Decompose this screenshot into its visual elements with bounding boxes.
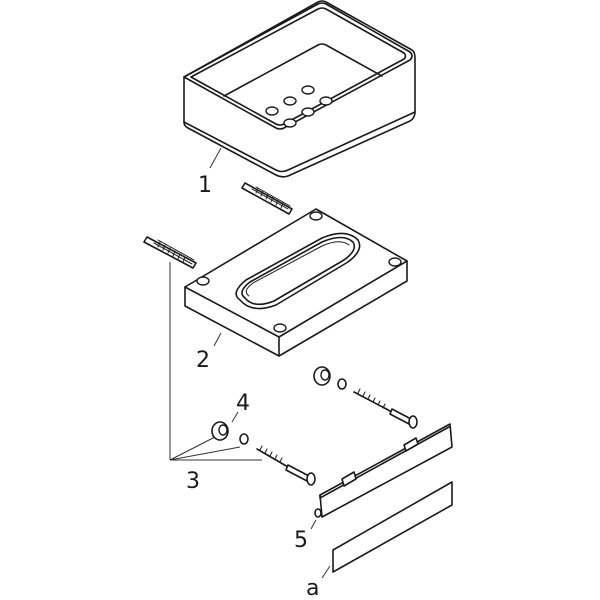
- leader-2: [213, 332, 222, 347]
- leader-a: [321, 565, 331, 579]
- part-2-mounting-plate: [184, 208, 408, 357]
- wood-screw-left: [256, 445, 316, 486]
- label-5: 5: [294, 528, 308, 553]
- leader-3-fan: [169, 436, 262, 461]
- label-2: 2: [196, 348, 210, 373]
- leader-1: [209, 147, 222, 169]
- part-4-wall-plug-left: [211, 421, 249, 445]
- part-1-soap-dish: [183, 0, 416, 178]
- part-a-adhesive-strip: [332, 481, 453, 573]
- label-4: 4: [236, 391, 250, 416]
- leader-5: [310, 519, 317, 530]
- threaded-pin-upper: [241, 182, 293, 215]
- part-4-wall-plug-right: [313, 366, 347, 390]
- part-5-wall-bracket: [314, 423, 453, 518]
- label-3: 3: [186, 469, 200, 494]
- threaded-pin-left: [143, 236, 197, 269]
- label-1: 1: [198, 173, 212, 198]
- leader-4: [231, 411, 239, 423]
- wood-screw-right: [353, 388, 418, 429]
- label-a: a: [306, 576, 319, 600]
